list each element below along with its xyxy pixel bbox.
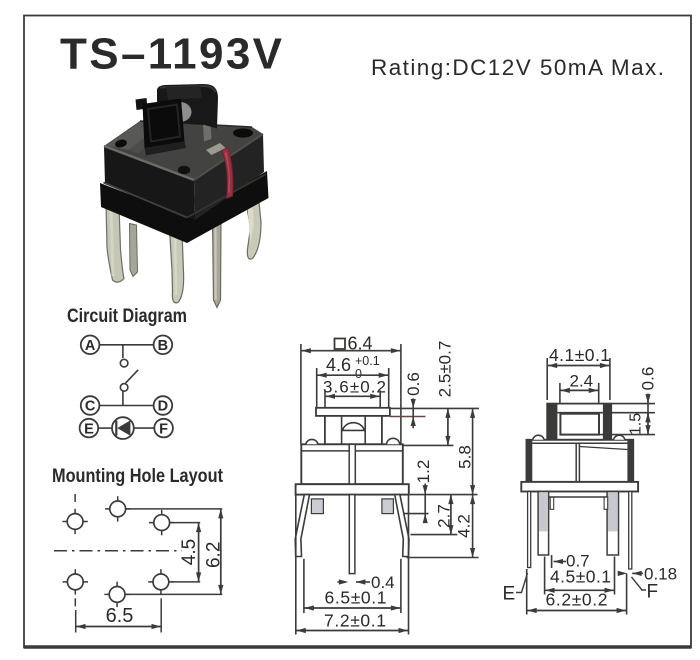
svg-text:+0.1: +0.1 bbox=[355, 354, 380, 368]
svg-text:6.5: 6.5 bbox=[106, 605, 134, 627]
svg-text:0.6: 0.6 bbox=[639, 367, 658, 391]
svg-text:0.18: 0.18 bbox=[644, 565, 677, 584]
svg-text:F: F bbox=[159, 421, 168, 437]
svg-text:6.2: 6.2 bbox=[204, 542, 225, 568]
svg-text:E: E bbox=[84, 421, 94, 437]
svg-text:4.1±0.1: 4.1±0.1 bbox=[549, 345, 610, 365]
svg-text:4.6: 4.6 bbox=[326, 355, 351, 375]
svg-text:B: B bbox=[158, 338, 168, 354]
svg-text:Mounting Hole Layout: Mounting Hole Layout bbox=[52, 466, 224, 487]
svg-text:0.6: 0.6 bbox=[404, 372, 423, 396]
svg-text:4.5±0.1: 4.5±0.1 bbox=[550, 567, 611, 587]
svg-text:A: A bbox=[85, 338, 96, 354]
svg-text:F: F bbox=[647, 582, 659, 603]
svg-text:2.5±0.7: 2.5±0.7 bbox=[436, 341, 455, 398]
svg-text:7.2±0.1: 7.2±0.1 bbox=[324, 611, 386, 631]
svg-text:Circuit Diagram: Circuit Diagram bbox=[67, 306, 187, 327]
svg-text:6.2±0.2: 6.2±0.2 bbox=[546, 590, 608, 610]
svg-text:1.2: 1.2 bbox=[414, 460, 433, 484]
svg-text:5.8: 5.8 bbox=[456, 445, 475, 469]
svg-text:2.4: 2.4 bbox=[570, 372, 594, 391]
svg-text:0.7: 0.7 bbox=[566, 552, 590, 571]
svg-text:3.6±0.2: 3.6±0.2 bbox=[323, 378, 386, 397]
svg-text:TS–1193V: TS–1193V bbox=[60, 30, 283, 79]
svg-text:E: E bbox=[503, 584, 516, 605]
svg-text:1.5: 1.5 bbox=[628, 413, 645, 435]
svg-text:0.4: 0.4 bbox=[371, 573, 395, 592]
svg-text:C: C bbox=[85, 399, 96, 415]
svg-text:D: D bbox=[158, 399, 168, 415]
svg-text:Rating:DC12V 50mA Max.: Rating:DC12V 50mA Max. bbox=[371, 55, 664, 80]
svg-text:6.4: 6.4 bbox=[348, 334, 373, 354]
svg-text:6.5±0.1: 6.5±0.1 bbox=[325, 588, 387, 608]
svg-text:0: 0 bbox=[355, 367, 362, 381]
svg-text:4.2: 4.2 bbox=[455, 514, 474, 538]
svg-text:2.7: 2.7 bbox=[435, 504, 454, 528]
svg-text:4.5: 4.5 bbox=[179, 539, 200, 565]
